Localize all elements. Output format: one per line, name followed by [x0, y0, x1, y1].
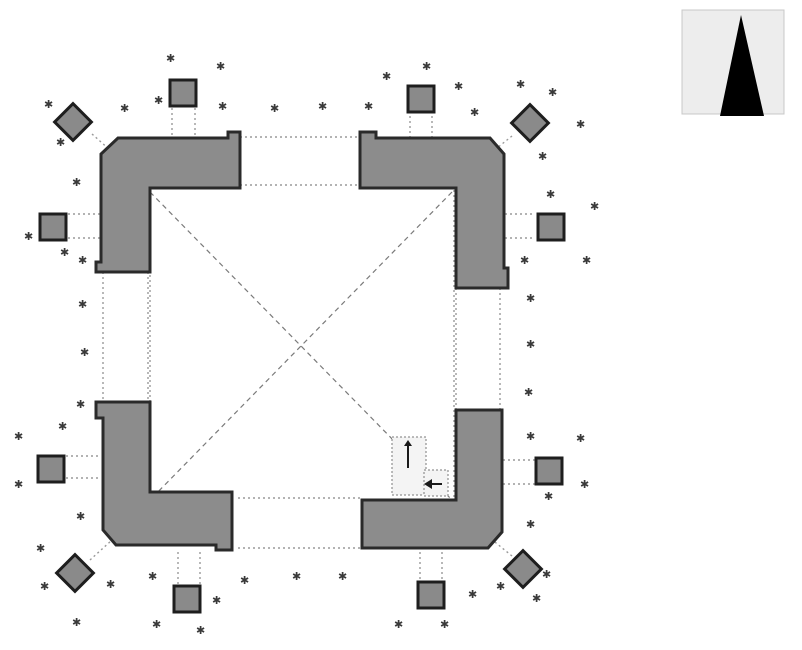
scatter-marker: ✱ [218, 100, 227, 113]
pier-top-left-w [38, 212, 68, 242]
scatter-marker: ✱ [468, 588, 477, 601]
scatter-marker: ✱ [544, 490, 553, 503]
scatter-marker: ✱ [576, 118, 585, 131]
scatter-marker: ✱ [56, 136, 65, 149]
scatter-marker: ✱ [520, 254, 529, 267]
scatter-marker: ✱ [24, 230, 33, 243]
wing-top-left [94, 130, 242, 274]
scatter-marker: ✱ [166, 52, 175, 65]
scatter-marker: ✱ [40, 580, 49, 593]
scatter-marker: ✱ [338, 570, 347, 583]
pier-bottom-left-s [172, 584, 202, 614]
scatter-marker: ✱ [292, 570, 301, 583]
scatter-marker: ✱ [14, 430, 23, 443]
scatter-marker: ✱ [78, 298, 87, 311]
scatter-marker: ✱ [76, 398, 85, 411]
pier-bottom-right-s [416, 580, 446, 610]
scatter-marker: ✱ [364, 100, 373, 113]
scatter-marker: ✱ [440, 618, 449, 631]
pier-bottom-left-d [54, 552, 96, 594]
scatter-marker: ✱ [80, 346, 89, 359]
pier-bottom-right-d [502, 548, 544, 590]
scatter-marker: ✱ [470, 106, 479, 119]
scatter-marker: ✱ [538, 150, 547, 163]
pier-connectors [66, 108, 535, 584]
wing-top-right [358, 130, 510, 290]
scatter-marker: ✱ [382, 70, 391, 83]
scatter-marker: ✱ [76, 510, 85, 523]
scatter-marker: ✱ [212, 594, 221, 607]
scatter-marker: ✱ [526, 338, 535, 351]
pier-bottom-left-w [36, 454, 66, 484]
scatter-marker: ✱ [148, 570, 157, 583]
scatter-marker: ✱ [44, 98, 53, 111]
scatter-marker: ✱ [422, 60, 431, 73]
scatter-marker: ✱ [318, 100, 327, 113]
scatter-marker: ✱ [106, 578, 115, 591]
scatter-marker: ✱ [516, 78, 525, 91]
scatter-marker: ✱ [576, 432, 585, 445]
scatter-marker: ✱ [196, 624, 205, 637]
pier-bottom-right-e [534, 456, 564, 486]
scatter-marker: ✱ [394, 618, 403, 631]
north-arrow-icon [681, 9, 785, 116]
scatter-marker: ✱ [60, 246, 69, 259]
scatter-marker: ✱ [590, 200, 599, 213]
pier-top-left-d [52, 101, 94, 143]
scatter-marker: ✱ [454, 80, 463, 93]
scatter-marker: ✱ [154, 94, 163, 107]
wing-bottom-left [94, 400, 234, 552]
scatter-marker: ✱ [72, 616, 81, 629]
pier-top-right-e [536, 212, 566, 242]
outer-piers [36, 78, 566, 614]
scatter-marker: ✱ [526, 430, 535, 443]
scatter-marker: ✱ [78, 254, 87, 267]
scatter-marker: ✱ [72, 176, 81, 189]
scatter-marker: ✱ [152, 618, 161, 631]
scatter-marker: ✱ [582, 254, 591, 267]
scatter-marker: ✱ [524, 386, 533, 399]
scatter-marker: ✱ [532, 592, 541, 605]
scatter-marker: ✱ [14, 478, 23, 491]
dotted-frame [102, 136, 501, 549]
stair-marker [391, 436, 449, 497]
scatter-marker: ✱ [546, 188, 555, 201]
scatter-marker: ✱ [36, 542, 45, 555]
pier-top-left-n [168, 78, 198, 108]
scatter-marker: ✱ [58, 420, 67, 433]
scatter-marker: ✱ [120, 102, 129, 115]
scatter-marker: ✱ [548, 86, 557, 99]
scatter-marker: ✱ [240, 574, 249, 587]
scatter-marker: ✱ [496, 580, 505, 593]
scatter-marker: ✱ [580, 478, 589, 491]
wing-bottom-right [360, 408, 504, 550]
scatter-marker: ✱ [526, 518, 535, 531]
scatter-marker: ✱ [270, 102, 279, 115]
scatter-marker: ✱ [216, 60, 225, 73]
scatter-markers: ✱ ✱ ✱ ✱ ✱ ✱ ✱ ✱ ✱ ✱ ✱ ✱ ✱ ✱ ✱ ✱ ✱ ✱ ✱ ✱ ✱ ✱ ✱ ✱ ✱ ✱ ✱ ✱ ✱ ✱ ✱ ✱ ✱ ✱ ✱ ✱ ✱ ✱ ✱ ✱… [14, 52, 599, 637]
pier-top-right-n [406, 84, 436, 114]
scatter-marker: ✱ [526, 292, 535, 305]
pier-top-right-d [509, 102, 551, 144]
scatter-marker: ✱ [542, 568, 551, 581]
